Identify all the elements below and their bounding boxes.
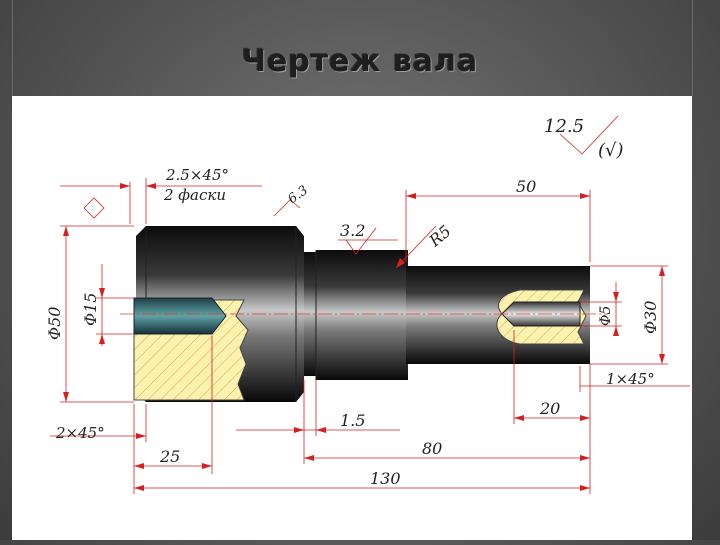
roughness-neck-label: 3.2 <box>340 221 365 240</box>
dimension-lines <box>50 115 690 494</box>
roughness-rest-label: (√) <box>598 140 624 161</box>
dia-hole-label: Φ5 <box>598 306 614 326</box>
dia-small-label: Φ30 <box>641 301 660 334</box>
neck-length-label: 1.5 <box>340 411 365 430</box>
middle-cylinder <box>316 250 408 380</box>
radius-label: R5 <box>425 221 455 250</box>
frame-line-right <box>692 0 693 96</box>
bore-channel <box>133 297 227 335</box>
frame-line-left <box>12 0 13 96</box>
roughness-chamfer-label: 6.3 <box>285 183 311 207</box>
dia-bore-label: Φ15 <box>81 293 100 326</box>
chamfer-left-label: 2×45° <box>55 424 105 442</box>
total-length-label: 130 <box>370 469 401 488</box>
step-length-label: 50 <box>516 177 536 196</box>
chamfer-count-label: 2 фаски <box>163 186 226 204</box>
roughness-main-label: 12.5 <box>544 116 584 137</box>
bore-length-label: 25 <box>159 447 180 466</box>
hole-length-label: 20 <box>539 399 560 418</box>
shaft-drawing: 12.5 (√) 2.5×45° 2 фаски 6.3 3.2 R5 50 Φ… <box>45 115 690 494</box>
dia-big-label: Φ50 <box>45 307 64 340</box>
slide-title: Чертеж вала <box>241 44 479 79</box>
chamfer-spec-label: 2.5×45° <box>165 166 229 184</box>
small-total-length-label: 80 <box>422 439 442 458</box>
drawing-sheet: 12.5 (√) 2.5×45° 2 фаски 6.3 3.2 R5 50 Φ… <box>12 96 692 540</box>
dimension-arrows <box>63 183 665 491</box>
chamfer-right-label: 1×45° <box>606 370 655 388</box>
neck-cylinder <box>304 252 318 376</box>
